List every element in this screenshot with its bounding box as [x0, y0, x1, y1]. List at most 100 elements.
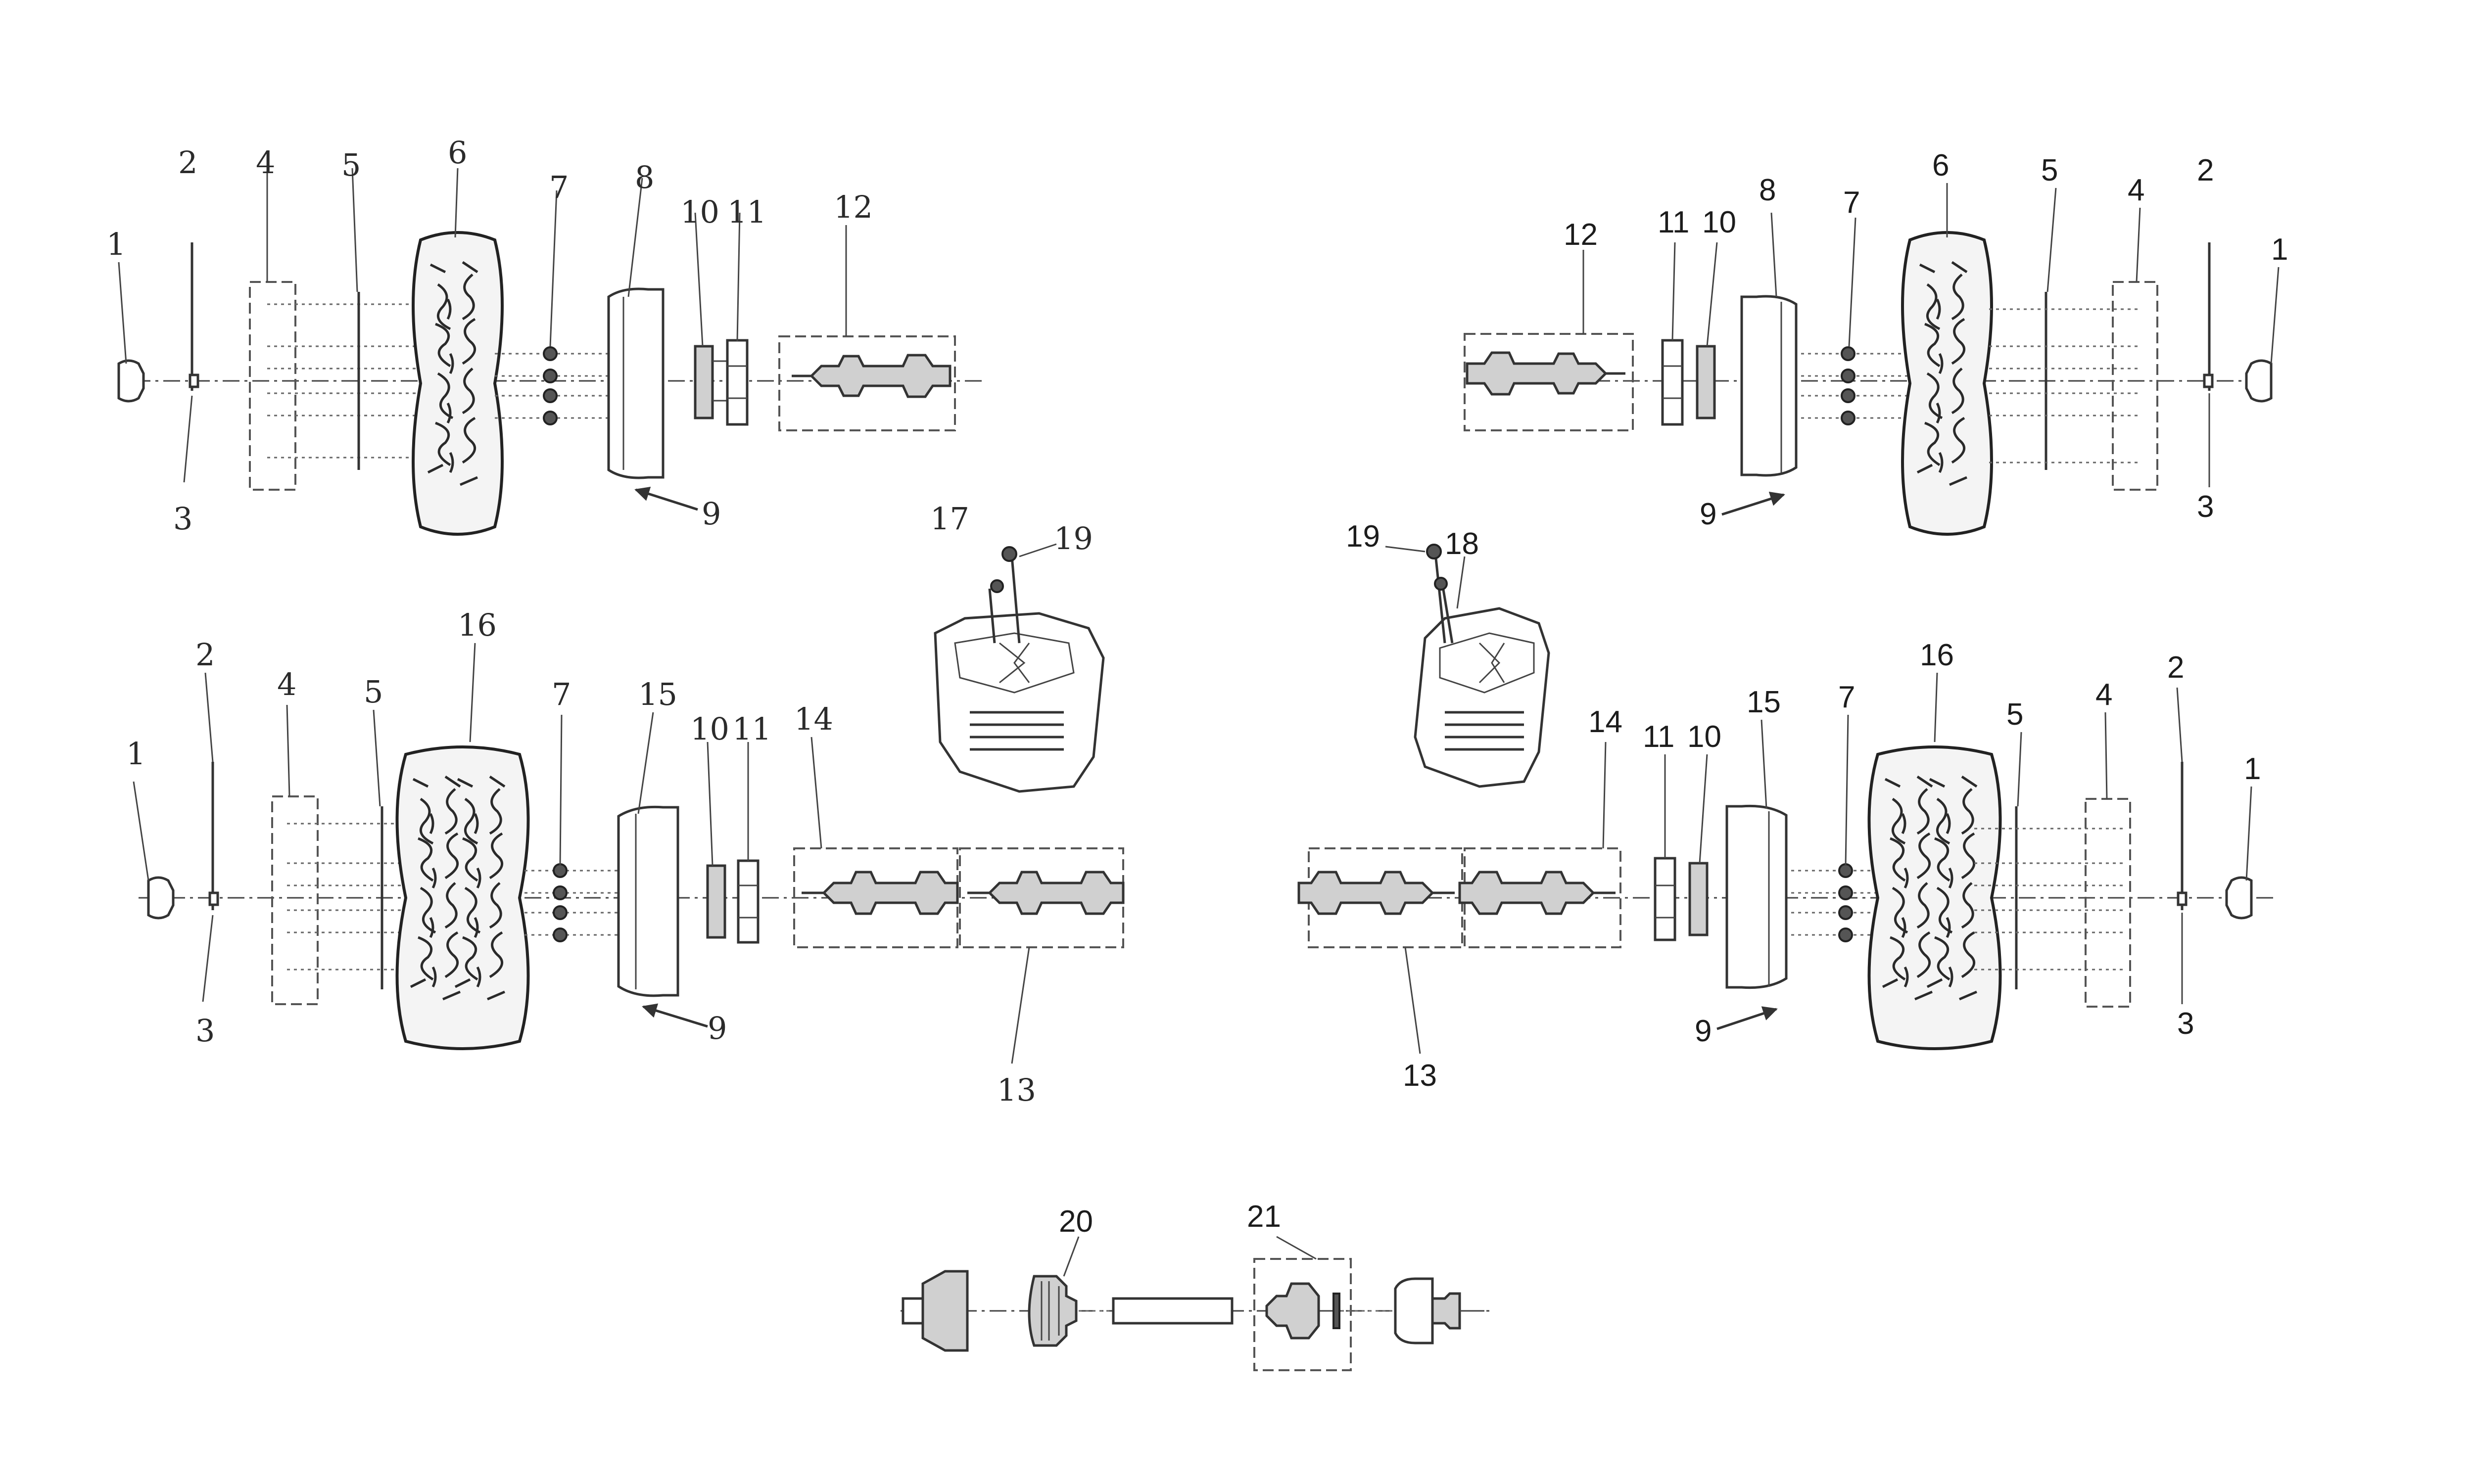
label-8: 8	[1759, 173, 1776, 207]
leader-part-21	[1276, 1236, 1317, 1260]
label-1: 1	[106, 226, 126, 262]
label-11: 11	[732, 711, 771, 747]
tire-part-16	[1867, 745, 2002, 1050]
hub-part-10	[1696, 345, 1716, 419]
lug-nuts-part-7	[495, 346, 618, 425]
label-18: 18	[1445, 527, 1479, 561]
part-labels: 1 2 3 4 5 6 7 8 9 10 11 12 12 11 10 8 7 …	[106, 135, 2288, 1239]
label-6: 6	[448, 135, 467, 171]
label-5: 5	[2041, 153, 2058, 187]
label-15: 15	[638, 676, 677, 712]
bolt-set-box-part-4	[2085, 798, 2131, 1008]
guard-part-18	[1414, 549, 1550, 788]
pointer-part-9	[1716, 1006, 1778, 1030]
bolts-part-19-right	[1385, 544, 1466, 609]
assembly-bottom-right	[1297, 672, 2276, 1054]
label-3: 3	[195, 1013, 215, 1049]
drive-axle-part-13	[967, 871, 1125, 915]
drive-axle-part-12	[1466, 351, 1625, 396]
label-16: 16	[1920, 638, 1954, 672]
rim-part-8	[1740, 295, 1798, 477]
label-15: 15	[1747, 685, 1781, 719]
washer-part-3	[2203, 373, 2214, 388]
pointer-part-9	[634, 486, 698, 511]
axle-box-part-12	[1464, 333, 1634, 431]
leaders-bottom-right	[1404, 672, 2252, 1054]
leaders-top-right	[1582, 183, 2280, 487]
label-11: 11	[1643, 720, 1674, 754]
pointer-part-9	[1721, 491, 1785, 516]
label-10: 10	[1702, 205, 1736, 239]
label-13: 13	[997, 1072, 1036, 1108]
bolts-part-19	[990, 543, 1057, 593]
bolt-set-box-part-4	[271, 795, 319, 1005]
label-2: 2	[195, 637, 215, 673]
label-16: 16	[458, 607, 497, 643]
label-4: 4	[277, 666, 296, 702]
label-9: 9	[1700, 497, 1716, 531]
label-7: 7	[552, 676, 571, 712]
label-7: 7	[1843, 186, 1860, 220]
pointer-part-9	[642, 1003, 708, 1028]
wheel-nut-part-1	[117, 359, 145, 403]
label-2: 2	[2197, 153, 2214, 187]
guard-part-17	[934, 556, 1105, 793]
axle-box-part-12	[778, 335, 956, 431]
tire-part-6	[412, 231, 504, 536]
label-2: 2	[2167, 650, 2184, 685]
bolt-lines-part-4	[267, 303, 426, 459]
label-20: 20	[1059, 1205, 1093, 1239]
label-19: 19	[1054, 520, 1093, 556]
label-10: 10	[680, 194, 719, 230]
label-10: 10	[1687, 720, 1721, 754]
label-5: 5	[2006, 697, 2023, 732]
label-21: 21	[1247, 1200, 1281, 1234]
boot-kit-part-21	[1265, 1282, 1395, 1340]
drive-axle-part-12	[792, 354, 952, 398]
label-11: 11	[727, 194, 766, 230]
label-2: 2	[178, 144, 197, 181]
bolt-set-box-part-4	[249, 281, 296, 491]
label-12: 12	[1564, 218, 1598, 252]
label-12: 12	[834, 189, 873, 225]
label-11: 11	[1658, 205, 1689, 239]
leaders-bottom-left	[133, 643, 1030, 1064]
leaders-top-left	[118, 168, 847, 483]
tire-part-16	[395, 745, 530, 1050]
label-4: 4	[256, 144, 275, 181]
bolt-lines-part-4	[1989, 308, 2138, 464]
label-5: 5	[364, 674, 383, 710]
label-9: 9	[708, 1010, 727, 1046]
wheel-nut-part-1	[147, 876, 175, 920]
label-10: 10	[690, 711, 729, 747]
bolt-lines-part-4	[287, 823, 426, 971]
bearing-part-11	[1654, 857, 1676, 941]
bearing-part-11	[1661, 339, 1684, 426]
drive-axle-part-14	[802, 871, 959, 915]
leader-part-20	[1063, 1236, 1080, 1277]
hub-part-10	[1688, 862, 1709, 936]
hub-part-10	[694, 345, 730, 419]
tire-part-6	[1901, 231, 1993, 536]
rim-part-15	[617, 805, 679, 997]
drive-axle-part-14	[1458, 871, 1616, 915]
washer-part-3	[189, 373, 199, 388]
assembly-top-right	[1464, 183, 2280, 536]
drive-axle-part-13	[1297, 871, 1455, 915]
washer-part-3	[208, 891, 219, 906]
inner-cv-joint	[1394, 1277, 1484, 1345]
boot-part-20	[1028, 1275, 1113, 1347]
label-8: 8	[635, 159, 654, 195]
boot-kit-box-part-21	[1253, 1258, 1352, 1371]
label-7: 7	[549, 169, 569, 205]
label-14: 14	[1588, 705, 1622, 739]
label-4: 4	[2128, 173, 2144, 207]
assembly-bottom-left	[133, 643, 1125, 1064]
shaft-bar	[1112, 1297, 1234, 1325]
lug-nuts-part-7	[1801, 346, 1915, 425]
drive-shaft-detail	[901, 1236, 1489, 1371]
rim-part-8	[607, 287, 665, 479]
wheel-nut-part-1	[2245, 359, 2273, 403]
label-9: 9	[1695, 1014, 1712, 1048]
